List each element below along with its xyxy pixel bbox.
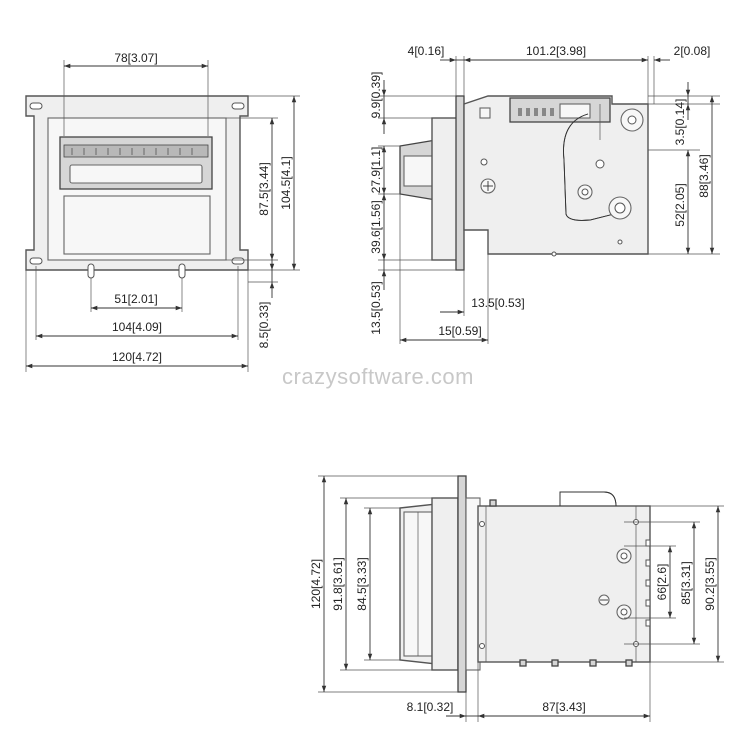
dim-side-mouth-depth: 15[0.59] [438,324,481,338]
solenoid-core [614,202,626,214]
dim-side-slot-height: 27.9[1.1] [369,147,383,194]
dim-side-bezel-depth: 4[0.16] [408,44,445,58]
top-bezel-housing [431,497,459,671]
dim-front-total-width: 120[4.72] [112,350,162,364]
dim-front-top-width: 78[3.07] [114,51,157,65]
dim-side-top-gap: 9.9[0.39] [369,72,383,119]
side-bezel-plate [455,95,465,271]
edge-holes [479,519,651,649]
dim-top-mouth-height: 84.5[3.33] [355,557,369,610]
bottom-notch [87,263,95,279]
top-view: 120[4.72] 91.8[3.61] 84.5[3.33] 66[2.6] … [309,475,724,722]
top-bezel-plate [457,475,467,693]
mounting-slot [29,257,43,265]
side-bezel-housing [431,117,459,261]
mounting-slot [29,102,43,110]
dim-side-bottom-depth: 13.5[0.53] [471,296,524,310]
dim-top-bezel-thickness: 8.1[0.32] [407,700,454,714]
chassis-hole [617,239,623,245]
dim-front-hole-spacing: 104[4.09] [112,320,162,334]
dim-top-body-height: 90.2[3.55] [703,557,717,610]
top-chassis [477,505,651,663]
chassis-hole [480,158,488,166]
mounting-slot [231,102,245,110]
mounting-slot [231,257,245,265]
dim-side-rear-top-offset: 3.5[0.14] [673,99,687,146]
dim-front-slot-spacing: 51[2.01] [114,292,157,306]
dim-side-rear-mount-height: 52[2.05] [673,183,687,226]
dim-side-rear-offset: 2[0.08] [674,44,711,58]
side-chassis [463,95,649,255]
card-slot [63,144,209,158]
dim-top-hole-spacing-mid: 85[3.31] [679,561,693,604]
dim-side-rear-total-height: 88[3.46] [697,154,711,197]
side-mouth-inner [403,155,435,187]
top-cable [559,491,617,507]
dim-top-bezel-height: 120[4.72] [309,559,323,609]
bottom-edge-tabs [519,659,633,667]
screw-square [479,107,491,119]
connector-pins [518,108,554,116]
dim-side-body-depth: 101.2[3.98] [526,44,586,58]
top-tab [489,499,497,507]
header-socket [559,103,591,119]
dim-top-frame-height: 91.8[3.61] [331,557,345,610]
dim-front-bottom-offset: 8.5[0.33] [257,302,271,349]
bottom-notch [178,263,186,279]
front-view: 78[3.07] 87.5[3.44] 104.5[4.1] 8.5[0.33]… [25,51,300,372]
chassis-hole [551,251,557,257]
dim-side-lower-height: 39.6[1.56] [369,200,383,253]
dim-front-inner-height: 87.5[3.44] [257,162,271,215]
watermark: crazysoftware.com [282,364,474,389]
dim-top-body-depth: 87[3.43] [542,700,585,714]
slot-teeth [71,148,193,155]
chassis-hole [595,159,605,169]
front-lower-panel [63,195,211,255]
dim-top-hole-spacing-inner: 66[2.6] [655,564,669,601]
dim-side-bottom-gap: 13.5[0.53] [369,281,383,334]
side-view: 4[0.16] 101.2[3.98] 2[0.08] 9.9[0.39] 27… [369,44,720,344]
card-throat [69,164,203,184]
rear-mount-hole [627,115,637,125]
dim-front-outer-height: 104.5[4.1] [279,156,293,209]
